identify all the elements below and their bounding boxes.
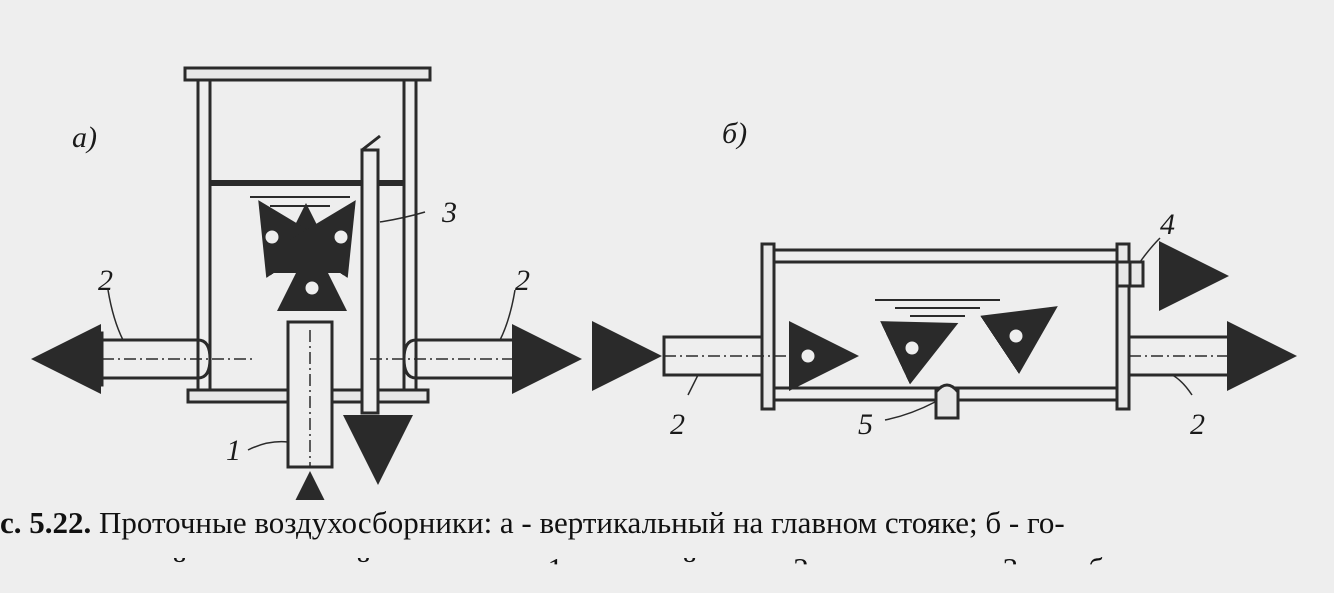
air-tube-3	[360, 148, 380, 415]
panel-a-label: a)	[72, 121, 97, 154]
drain-5	[934, 386, 960, 420]
label-pipe2-right-b: 2	[1190, 408, 1205, 441]
flow-arrows-a	[31, 200, 582, 500]
label-pipe2-left-a: 2	[98, 264, 113, 297]
caption-line1: Проточные воздухосборники: а - вертикаль…	[99, 505, 1065, 540]
label-valve4: 4	[1160, 208, 1175, 241]
label-pipe1: 1	[226, 434, 241, 467]
leader-lines	[107, 211, 1193, 451]
air-bubbles-b	[798, 326, 1026, 366]
panel-a-vertical-collector	[90, 66, 526, 469]
label-drain5: 5	[858, 408, 873, 441]
caption-number: с. 5.22.	[0, 505, 92, 540]
left-end-plate	[760, 242, 776, 411]
top-cap	[183, 66, 432, 82]
figure-caption: с. 5.22. Проточные воздухосборники: а - …	[0, 500, 1334, 592]
label-pipe2-right-a: 2	[515, 264, 530, 297]
caption-line2: ризонтальный на подающей магистрали: 1 -…	[0, 551, 1120, 586]
label-pipe2-left-b: 2	[670, 408, 685, 441]
flow-arrows-b	[592, 241, 1297, 391]
panel-b-label: б)	[722, 117, 747, 150]
panel-b-horizontal-collector	[662, 242, 1239, 420]
air-bubbles-a	[262, 227, 351, 298]
label-pipe3: 3	[441, 196, 457, 229]
air-collector-figure: a) б) 1 2 2 3 2 2 4 5	[31, 66, 1297, 500]
